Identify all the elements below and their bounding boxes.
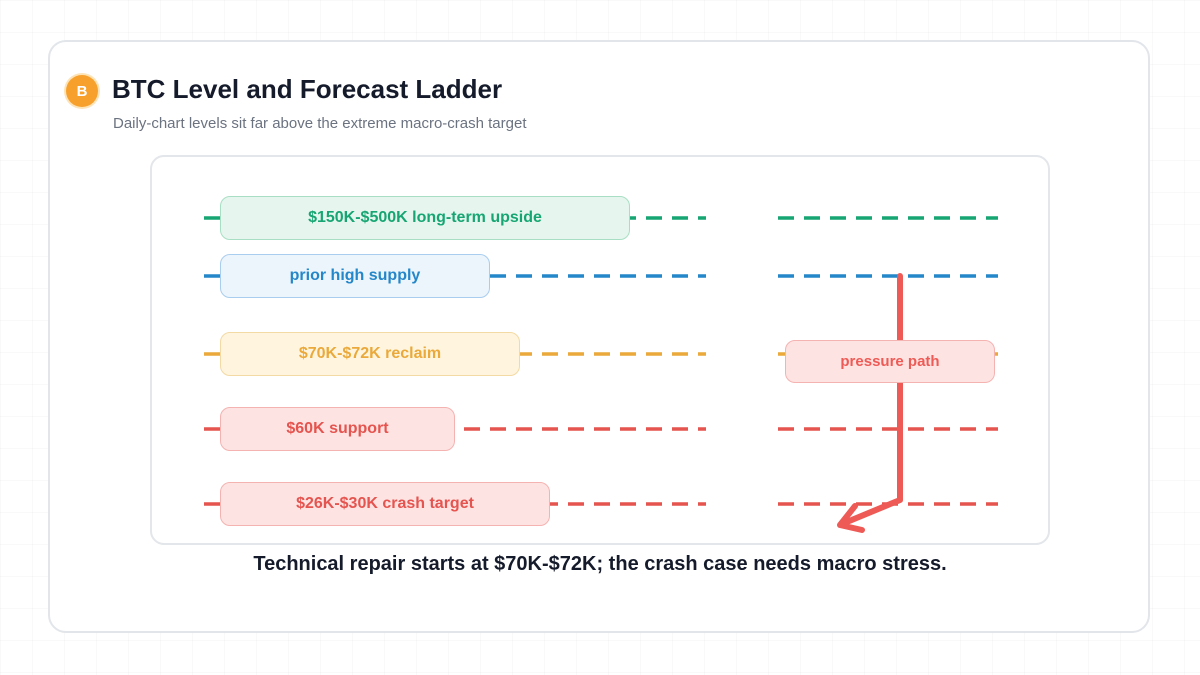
- page-subtitle: Daily-chart levels sit far above the ext…: [113, 115, 527, 132]
- pressure-path-label: pressure path: [785, 340, 995, 383]
- btc-badge-icon: B: [66, 75, 98, 107]
- pressure-path-line: [839, 273, 903, 527]
- pressure-path-arrowhead: [837, 503, 865, 533]
- level-label-reclaim: $70K-$72K reclaim: [220, 332, 520, 376]
- level-label-prior-high: prior high supply: [220, 254, 490, 298]
- level-label-upside: $150K-$500K long-term upside: [220, 196, 630, 240]
- ladder-caption: Technical repair starts at $70K-$72K; th…: [253, 553, 947, 575]
- level-label-crash-target: $26K-$30K crash target: [220, 482, 550, 526]
- page-title: BTC Level and Forecast Ladder: [112, 74, 503, 104]
- level-label-support: $60K support: [220, 407, 455, 451]
